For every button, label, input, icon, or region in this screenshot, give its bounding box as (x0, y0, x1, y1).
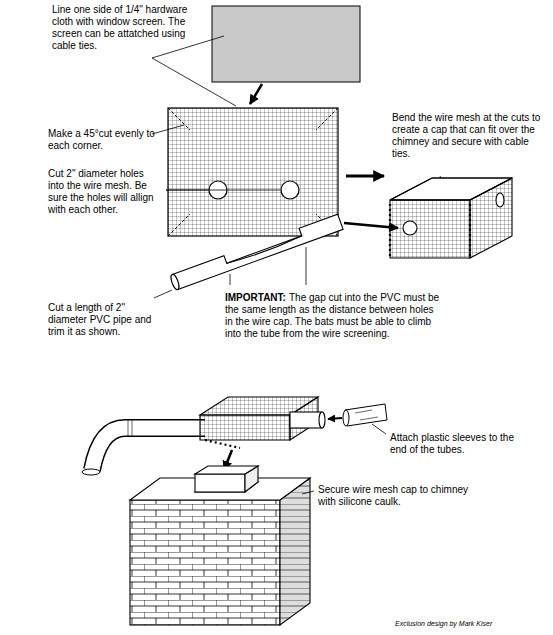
leader-line (302, 491, 314, 494)
note-text: Secure wire mesh cap to chimney with sil… (318, 484, 488, 508)
note-text: Cut a length of 2" diameter PVC pipe and… (48, 302, 152, 338)
chimney (130, 466, 310, 625)
bracket (154, 247, 306, 298)
credit-text: Exclusion design by Mark Kiser (395, 620, 545, 628)
note-text: The gap cut into the PVC must be the sam… (225, 292, 440, 340)
folded-cap (390, 178, 512, 258)
leader-line (372, 424, 386, 434)
note-text: Make a 45°cut evenly to each corner. (48, 128, 158, 152)
note-text: Bend the wire mesh at the cuts to create… (392, 112, 547, 160)
arrow (250, 84, 262, 104)
pvc-pipe (169, 214, 343, 290)
window-screen (212, 6, 360, 82)
note-text: Attach plastic sleeves to the end of the… (390, 432, 530, 456)
note-text: Cut 2" diameter holes into the wire mesh… (48, 168, 160, 216)
arrow (328, 418, 342, 419)
pipe-elbow (82, 420, 205, 475)
arrow (344, 223, 398, 228)
important-label: IMPORTANT: (225, 292, 286, 304)
pipe-stub (290, 412, 325, 428)
note-text: Line one side of 1/4" hardware cloth wit… (52, 4, 202, 52)
arrow (346, 175, 384, 178)
flat-mesh (168, 108, 338, 236)
plastic-sleeve (343, 404, 387, 426)
